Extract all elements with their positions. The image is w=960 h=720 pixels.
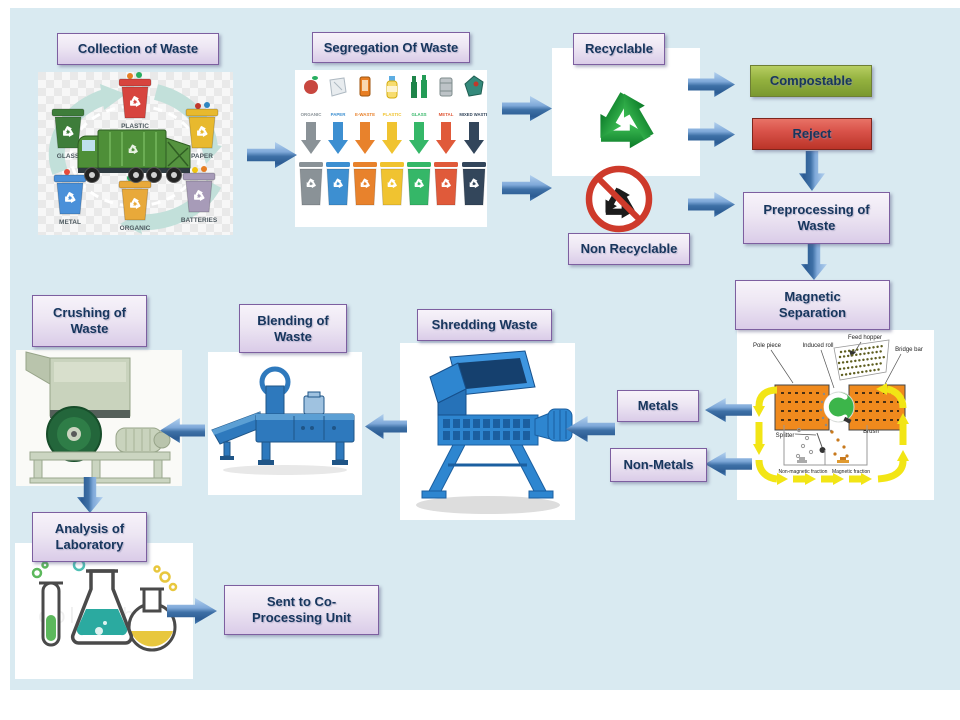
pole-piece-label: Pole piece <box>753 343 782 349</box>
crusher-machine-icon <box>25 351 171 484</box>
induced-roll-icon <box>819 391 855 433</box>
label-preprocessing-of-waste: Preprocessing of Waste <box>743 192 890 244</box>
splitter-label: Splitter <box>776 433 795 439</box>
garbage-truck-icon <box>77 129 191 183</box>
truck-wheels <box>84 167 182 183</box>
arrow-segregation-to-recyclable <box>502 96 552 121</box>
svg-text:METAL: METAL <box>439 112 454 117</box>
circulation-arrowheads <box>753 383 909 485</box>
splitter-and-bin <box>783 425 868 466</box>
circulation-arrows <box>755 385 907 483</box>
svg-text:ORGANIC: ORGANIC <box>301 112 323 117</box>
label-compostable: Compostable <box>750 65 872 97</box>
svg-text:MIXED WASTE: MIXED WASTE <box>459 112 487 117</box>
blender-shadow <box>223 465 347 475</box>
segregation-column-glass: GLASS <box>407 75 431 206</box>
waste-segregation-image: ORGANIC PAPER E-WASTE PLAS <box>295 70 487 227</box>
crusher-machine-image <box>16 350 182 486</box>
label-collection-of-waste: Collection of Waste <box>57 33 219 65</box>
label-crushing-of-waste: Crushing of Waste <box>32 295 147 347</box>
label-shredding-waste: Shredding Waste <box>417 309 552 341</box>
bridge-bar-label: Bridge bar <box>895 347 923 353</box>
slide-background: Collection of Waste Segregation Of Waste… <box>10 8 960 690</box>
svg-text:PLASTIC: PLASTIC <box>383 112 403 117</box>
lab-flasks-image: colourbox <box>15 543 193 679</box>
svg-text:PAPER: PAPER <box>331 112 347 117</box>
plastic-bin-icon: PLASTIC <box>118 72 152 130</box>
svg-text:PAPER: PAPER <box>191 153 213 160</box>
label-sent-to-co-processing-unit: Sent to Co-Processing Unit <box>224 585 379 635</box>
label-non-recyclable: Non Recyclable <box>568 233 690 265</box>
label-magnetic-separation: Magnetic Separation <box>735 280 890 330</box>
label-metals: Metals <box>617 390 699 422</box>
feed-hopper-label: Feed hopper <box>848 335 882 341</box>
svg-text:E-WASTE: E-WASTE <box>355 112 375 117</box>
batteries-bin-icon: BATTERIES <box>181 166 218 224</box>
svg-text:GLASS: GLASS <box>57 153 80 160</box>
svg-text:METAL: METAL <box>59 219 81 226</box>
feed-hopper-icon <box>833 339 890 381</box>
induced-roll-label: Induced roll <box>802 343 833 349</box>
arrow-reject-to-preprocessing <box>799 151 825 191</box>
svg-text:ORGANIC: ORGANIC <box>120 225 151 232</box>
label-non-metals: Non-Metals <box>610 448 707 482</box>
paper-bin-icon: PAPER <box>185 102 219 160</box>
arrow-segregation-to-non-recyclable <box>502 175 552 201</box>
dashed-route-ellipse <box>69 104 201 208</box>
label-segregation-of-waste: Segregation Of Waste <box>312 32 470 63</box>
segregation-column-ewaste: E-WASTE <box>353 76 377 206</box>
arrow-collection-to-segregation <box>247 142 297 168</box>
recycle-icon <box>590 87 660 149</box>
svg-text:PLASTIC: PLASTIC <box>121 123 149 130</box>
arrow-non-recyclable-to-preprocessing <box>688 192 735 217</box>
no-recycle-icon <box>585 165 653 233</box>
segregation-column-paper: PAPER <box>326 77 350 206</box>
shredder-machine-icon <box>421 350 573 499</box>
svg-text:BATTERIES: BATTERIES <box>181 217 218 224</box>
label-analysis-of-laboratory: Analysis of Laboratory <box>32 512 147 562</box>
magnetic-separator-diagram: Feed hopper Pole piece Induced roll Brid… <box>737 330 934 500</box>
segregation-column-plastic: PLASTIC <box>380 76 404 206</box>
metal-bin-icon: METAL <box>53 169 87 226</box>
shredder-shadow <box>416 496 560 514</box>
blender-machine-image <box>208 352 362 495</box>
brush-label: Brush <box>863 429 879 435</box>
non-magnetic-fraction-label: Non-magnetic fraction <box>779 469 828 475</box>
svg-text:GLASS: GLASS <box>411 112 426 117</box>
segregation-column-metal: METAL <box>434 77 458 206</box>
label-recyclable: Recyclable <box>573 33 665 65</box>
arrow-preprocessing-to-magnetic <box>801 244 827 280</box>
segregation-column-mixed: MIXED WASTE <box>459 75 487 206</box>
label-blending-of-waste: Blending of Waste <box>239 304 347 353</box>
blender-machine-icon <box>211 366 355 465</box>
label-reject: Reject <box>752 118 872 150</box>
lab-flasks-icon <box>31 543 178 652</box>
pole-pieces <box>774 384 906 431</box>
magnetic-fraction-label: Magnetic fraction <box>832 469 870 475</box>
shredder-machine-image <box>400 343 575 520</box>
organic-bin-icon: ORGANIC <box>118 174 152 232</box>
segregation-column-organic: ORGANIC <box>299 76 323 206</box>
waste-collection-image: PLASTIC GLASS PAPER METAL <box>38 72 233 235</box>
